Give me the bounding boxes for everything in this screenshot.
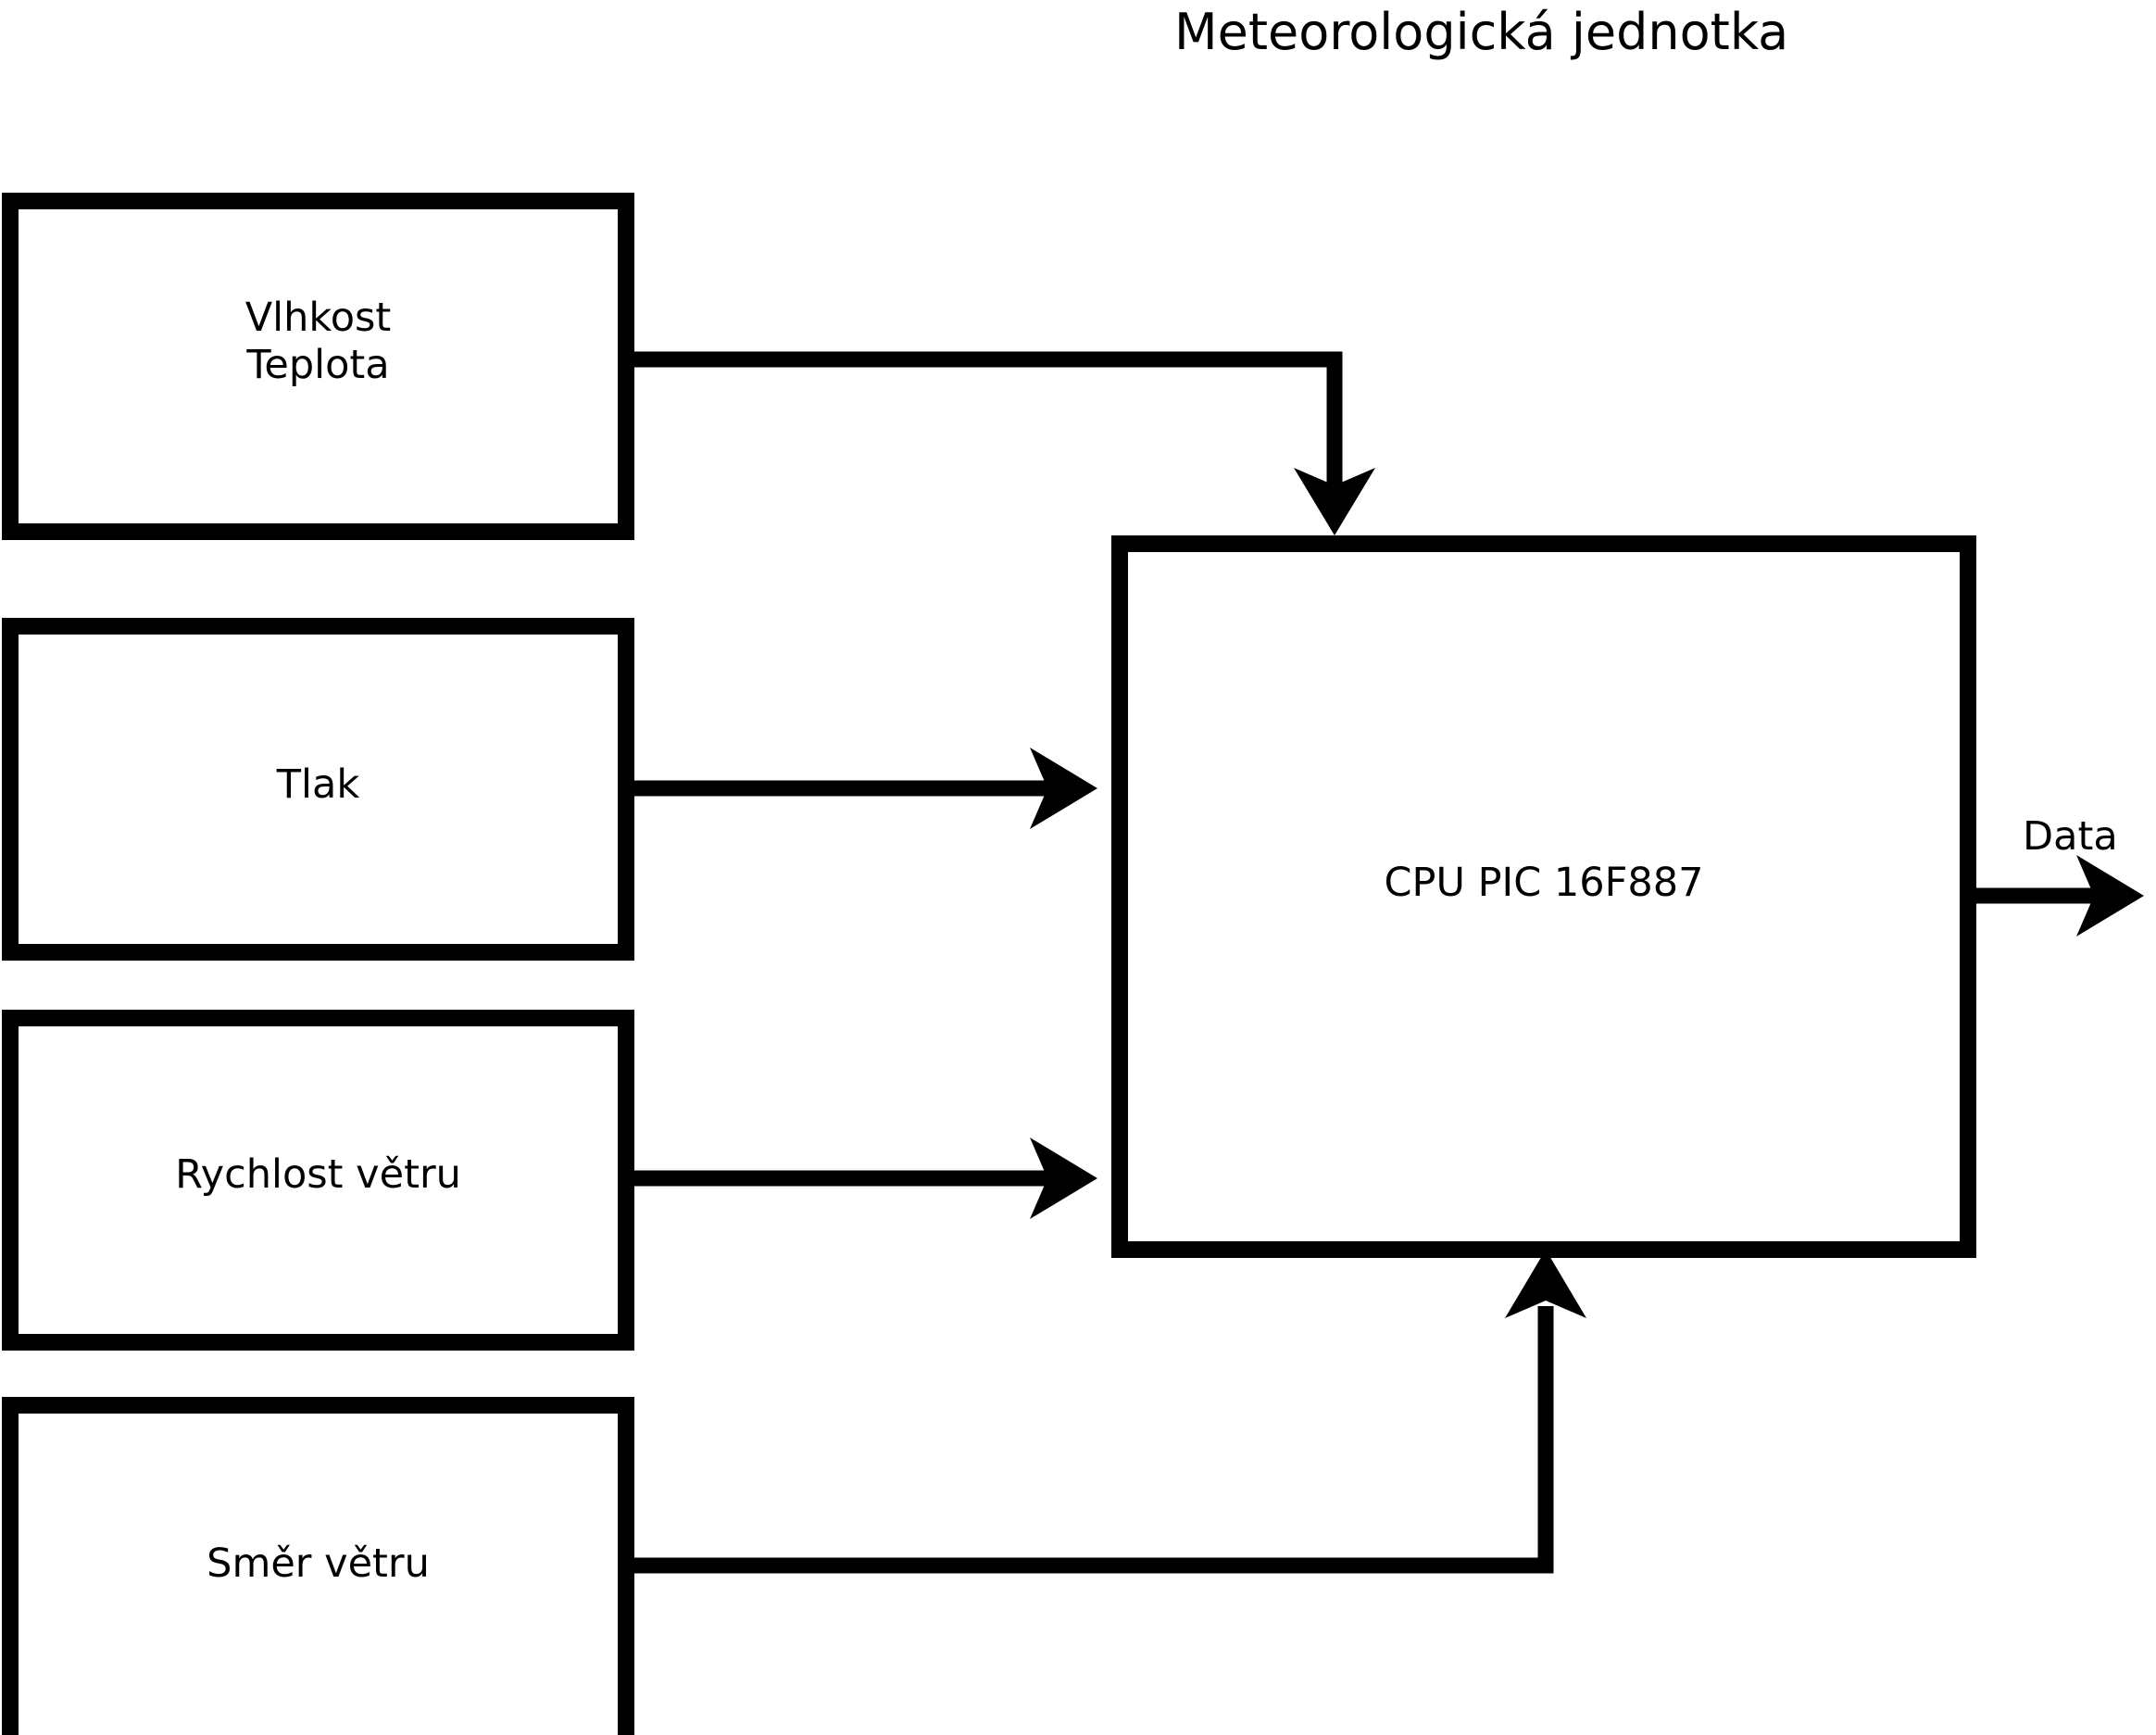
- connector-pressure-to-cpu: [634, 748, 1097, 829]
- connector-cpu-to-data: [1968, 855, 2144, 937]
- arrowhead-up: [1505, 1250, 1586, 1318]
- connector-wind-direction-to-cpu: [634, 1250, 1586, 1574]
- block-label-humidity-temperature: Vlhkost Teplota: [244, 295, 392, 388]
- page-title: Meteorologická jednotka: [1174, 3, 1789, 61]
- arrowhead-right: [2076, 855, 2144, 937]
- block-label-pressure: Tlak: [276, 761, 360, 808]
- block-wind-direction[interactable]: [2, 1397, 634, 1735]
- connector-wind-speed-to-cpu: [634, 1138, 1097, 1219]
- connector-humidity-temperature-to-cpu: [634, 351, 1375, 535]
- arrowhead-right: [1030, 1138, 1097, 1219]
- block-wind-speed[interactable]: [2, 1010, 634, 1351]
- block-cpu[interactable]: [1111, 535, 1976, 1258]
- arrowhead-down: [1294, 468, 1375, 535]
- arrowhead-right: [1030, 748, 1097, 829]
- block-humidity-temperature[interactable]: [2, 193, 634, 540]
- block-pressure[interactable]: [2, 618, 634, 961]
- block-label-wind-direction: Směr větru: [207, 1540, 430, 1587]
- edge-label-data: Data: [2023, 813, 2118, 860]
- block-label-cpu: CPU PIC 16F887: [1384, 860, 1704, 906]
- block-label-wind-speed: Rychlost větru: [175, 1151, 461, 1198]
